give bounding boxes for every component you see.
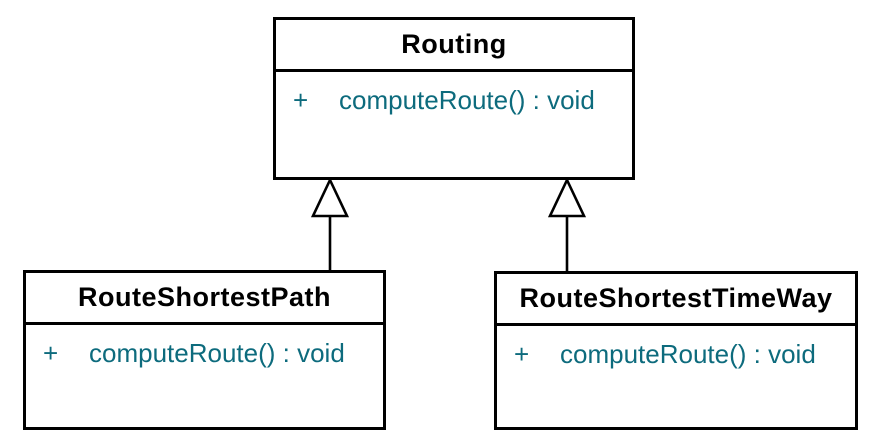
hollow-triangle-arrowhead [310,176,350,218]
class-box-route-shortest-time-way[interactable]: RouteShortestTimeWay + computeRoute() : … [494,271,858,430]
generalization-connector-right [547,176,587,272]
method-signature: computeRoute() : void [339,85,595,115]
method-compartment: + computeRoute() : void [276,72,632,116]
hollow-triangle-arrowhead [547,176,587,218]
class-box-routing[interactable]: Routing + computeRoute() : void [273,17,635,180]
method-entry: + computeRoute() : void [293,85,626,116]
generalization-connector-left [310,176,350,271]
method-entry: + computeRoute() : void [43,338,377,369]
method-compartment: + computeRoute() : void [26,325,383,369]
method-compartment: + computeRoute() : void [497,326,855,370]
class-name: RouteShortestPath [26,273,383,325]
visibility-plus: + [293,85,309,115]
class-name: Routing [276,20,632,72]
visibility-plus: + [514,339,530,369]
class-name: RouteShortestTimeWay [497,274,855,326]
method-signature: computeRoute() : void [560,339,816,369]
class-box-route-shortest-path[interactable]: RouteShortestPath + computeRoute() : voi… [23,270,386,430]
method-signature: computeRoute() : void [89,338,345,368]
method-entry: + computeRoute() : void [514,339,849,370]
visibility-plus: + [43,338,59,368]
